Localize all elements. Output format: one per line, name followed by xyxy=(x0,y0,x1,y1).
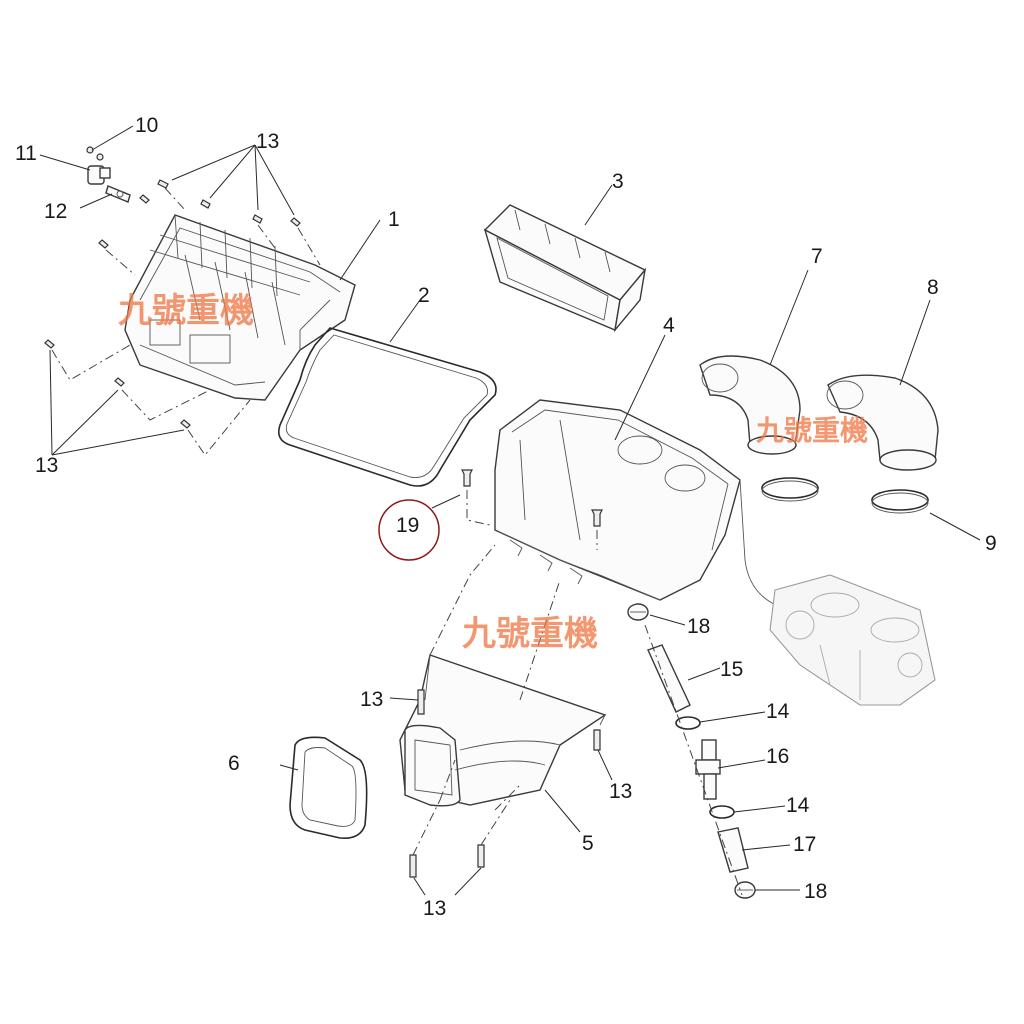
part-2-gasket xyxy=(277,327,497,487)
callout-13-left: 13 xyxy=(35,454,58,477)
part-8-intake-duct xyxy=(826,374,939,471)
callout-8: 8 xyxy=(927,276,939,299)
callout-3: 3 xyxy=(612,170,624,193)
part-1-airbox-cover xyxy=(124,214,356,401)
part-10-screws xyxy=(86,146,104,161)
callout-13-top: 13 xyxy=(256,130,279,153)
part-17-tube xyxy=(717,827,749,873)
alignment-lines-cover xyxy=(51,187,321,456)
callout-14-upper: 14 xyxy=(766,700,790,723)
part-11-sensor xyxy=(87,165,111,185)
callout-12: 12 xyxy=(44,200,67,223)
part-14-clamp-upper xyxy=(675,716,701,730)
callout-10: 10 xyxy=(135,114,158,137)
part-18-cap-bottom xyxy=(734,881,756,899)
watermark-right: 九號重機 xyxy=(756,414,868,447)
throttle-body xyxy=(769,574,936,706)
part-19-screws xyxy=(461,469,603,550)
part-15-hose xyxy=(647,644,691,713)
watermark-top-left: 九號重機 xyxy=(118,291,254,331)
highlight-ring-19 xyxy=(378,499,440,561)
part-7-intake-duct xyxy=(699,355,801,455)
callout-15: 15 xyxy=(720,658,743,681)
part-13-screws-cover xyxy=(44,179,301,429)
part-16-valve xyxy=(695,739,721,800)
callouts: 1 2 3 4 5 6 7 8 9 10 11 12 13 13 13 13 1… xyxy=(15,114,997,920)
part-9-clamps xyxy=(761,477,929,514)
callout-13-funnel-left: 13 xyxy=(360,688,383,711)
leader-lines xyxy=(39,125,981,896)
callout-19: 19 xyxy=(396,514,419,537)
part-13-screws-funnel xyxy=(409,544,601,878)
part-4-airbox xyxy=(494,399,791,611)
part-18-cap-top xyxy=(627,603,649,621)
callout-5: 5 xyxy=(582,832,594,855)
callout-1: 1 xyxy=(388,208,400,231)
callout-18-bottom: 18 xyxy=(804,880,827,903)
callout-7: 7 xyxy=(811,245,823,268)
callout-4: 4 xyxy=(663,314,675,337)
callout-17: 17 xyxy=(793,833,816,856)
callout-2: 2 xyxy=(418,284,430,307)
callout-13-bottom: 13 xyxy=(423,897,446,920)
part-12-clip xyxy=(105,185,131,203)
callout-13-funnel-right: 13 xyxy=(609,780,632,803)
callout-9: 9 xyxy=(985,532,997,555)
part-5-intake-funnel xyxy=(399,654,607,807)
part-6-seal xyxy=(289,736,368,840)
callout-14-lower: 14 xyxy=(786,794,810,817)
callout-6: 6 xyxy=(228,752,240,775)
callout-16: 16 xyxy=(766,745,789,768)
callout-18-top: 18 xyxy=(687,615,710,638)
callout-11: 11 xyxy=(15,142,37,165)
part-3-air-filter xyxy=(483,204,647,333)
watermark-center: 九號重機 xyxy=(462,614,598,654)
watermarks: 九號重機 九號重機 九號重機 xyxy=(118,291,868,654)
